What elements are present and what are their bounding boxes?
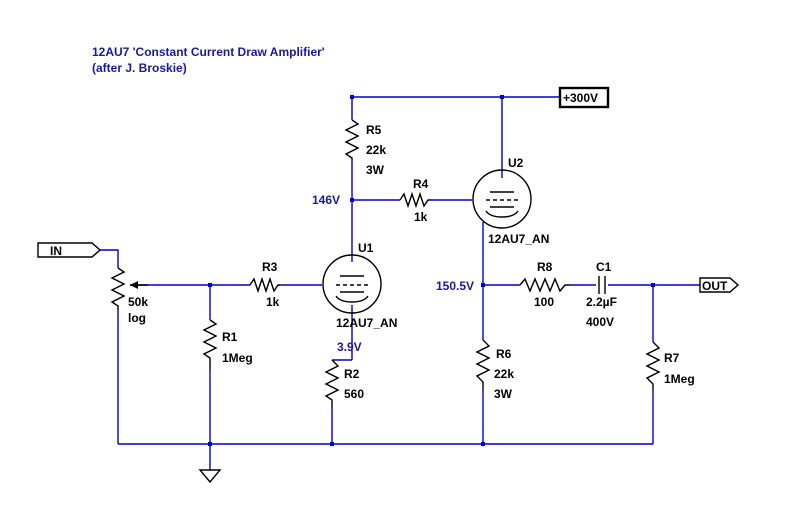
schematic-subtitle: (after J. Broskie) bbox=[92, 61, 187, 75]
output-port-label: OUT bbox=[702, 279, 728, 293]
r1-name: R1 bbox=[222, 330, 238, 344]
junctions bbox=[208, 95, 655, 446]
resistor-r1: R1 1Meg bbox=[202, 319, 253, 370]
u2-name: U2 bbox=[508, 156, 524, 170]
junction-dot bbox=[208, 442, 212, 446]
junction-dot bbox=[481, 283, 485, 287]
r6-name: R6 bbox=[496, 347, 512, 361]
junction-dot bbox=[208, 283, 212, 287]
r2-value: 560 bbox=[344, 387, 364, 401]
voltage-u2-cathode: 150.5V bbox=[436, 279, 474, 293]
wire-input bbox=[100, 249, 119, 268]
resistor-r7: R7 1Meg bbox=[645, 341, 695, 390]
u1-name: U1 bbox=[358, 241, 374, 255]
r8-value: 100 bbox=[534, 295, 554, 309]
u1-model: 12AU7_AN bbox=[336, 316, 397, 330]
resistor-r2: R2 560 bbox=[324, 359, 364, 408]
resistor-r3: R3 1k bbox=[249, 260, 280, 309]
voltage-u1-cathode: 3.9V bbox=[337, 340, 362, 354]
wiper-arrow-icon bbox=[130, 281, 138, 289]
r1-value: 1Meg bbox=[222, 351, 253, 365]
junction-dot bbox=[481, 442, 485, 446]
supply-port-label: +300V bbox=[563, 91, 598, 105]
junction-dot bbox=[330, 442, 334, 446]
junction-dot bbox=[350, 95, 354, 99]
c1-value: 2.2µF bbox=[586, 295, 617, 309]
tube-u1: U1 12AU7_AN bbox=[322, 241, 397, 330]
potentiometer: 50k log bbox=[110, 267, 148, 325]
r8-name: R8 bbox=[537, 260, 553, 274]
tube-u2: U2 12AU7_AN bbox=[472, 156, 549, 246]
wires bbox=[100, 96, 700, 470]
r4-value: 1k bbox=[414, 210, 428, 224]
r4-name: R4 bbox=[413, 177, 429, 191]
input-port: IN bbox=[37, 242, 102, 258]
resistor-r6: R6 22k 3W bbox=[475, 339, 514, 401]
input-port-label: IN bbox=[50, 244, 62, 258]
junction-dot bbox=[500, 95, 504, 99]
capacitor-c1: C1 2.2µF 400V bbox=[586, 260, 617, 329]
r3-value: 1k bbox=[266, 295, 280, 309]
c1-name: C1 bbox=[596, 260, 612, 274]
pot-taper: log bbox=[128, 311, 146, 325]
voltage-u1-plate: 146V bbox=[312, 193, 340, 207]
junction-dot bbox=[651, 283, 655, 287]
resistor-r8: R8 100 bbox=[519, 260, 570, 309]
c1-rating: 400V bbox=[586, 315, 614, 329]
u2-model: 12AU7_AN bbox=[488, 232, 549, 246]
supply-port: +300V bbox=[558, 86, 610, 109]
junction-dot bbox=[350, 198, 354, 202]
r5-value: 22k bbox=[366, 143, 386, 157]
pot-value: 50k bbox=[128, 295, 148, 309]
resistor-r4: R4 1k bbox=[399, 177, 430, 224]
r2-name: R2 bbox=[344, 367, 360, 381]
resistor-r5: R5 22k 3W bbox=[344, 119, 386, 177]
r5-name: R5 bbox=[366, 123, 382, 137]
ground-icon bbox=[198, 469, 222, 484]
r6-value: 22k bbox=[494, 367, 514, 381]
r3-name: R3 bbox=[262, 260, 278, 274]
output-port: OUT bbox=[699, 277, 740, 293]
r7-value: 1Meg bbox=[664, 372, 695, 386]
r7-name: R7 bbox=[664, 351, 680, 365]
r6-rating: 3W bbox=[494, 387, 513, 401]
r5-rating: 3W bbox=[366, 163, 385, 177]
schematic-title: 12AU7 'Constant Current Draw Amplifier' bbox=[92, 45, 325, 59]
